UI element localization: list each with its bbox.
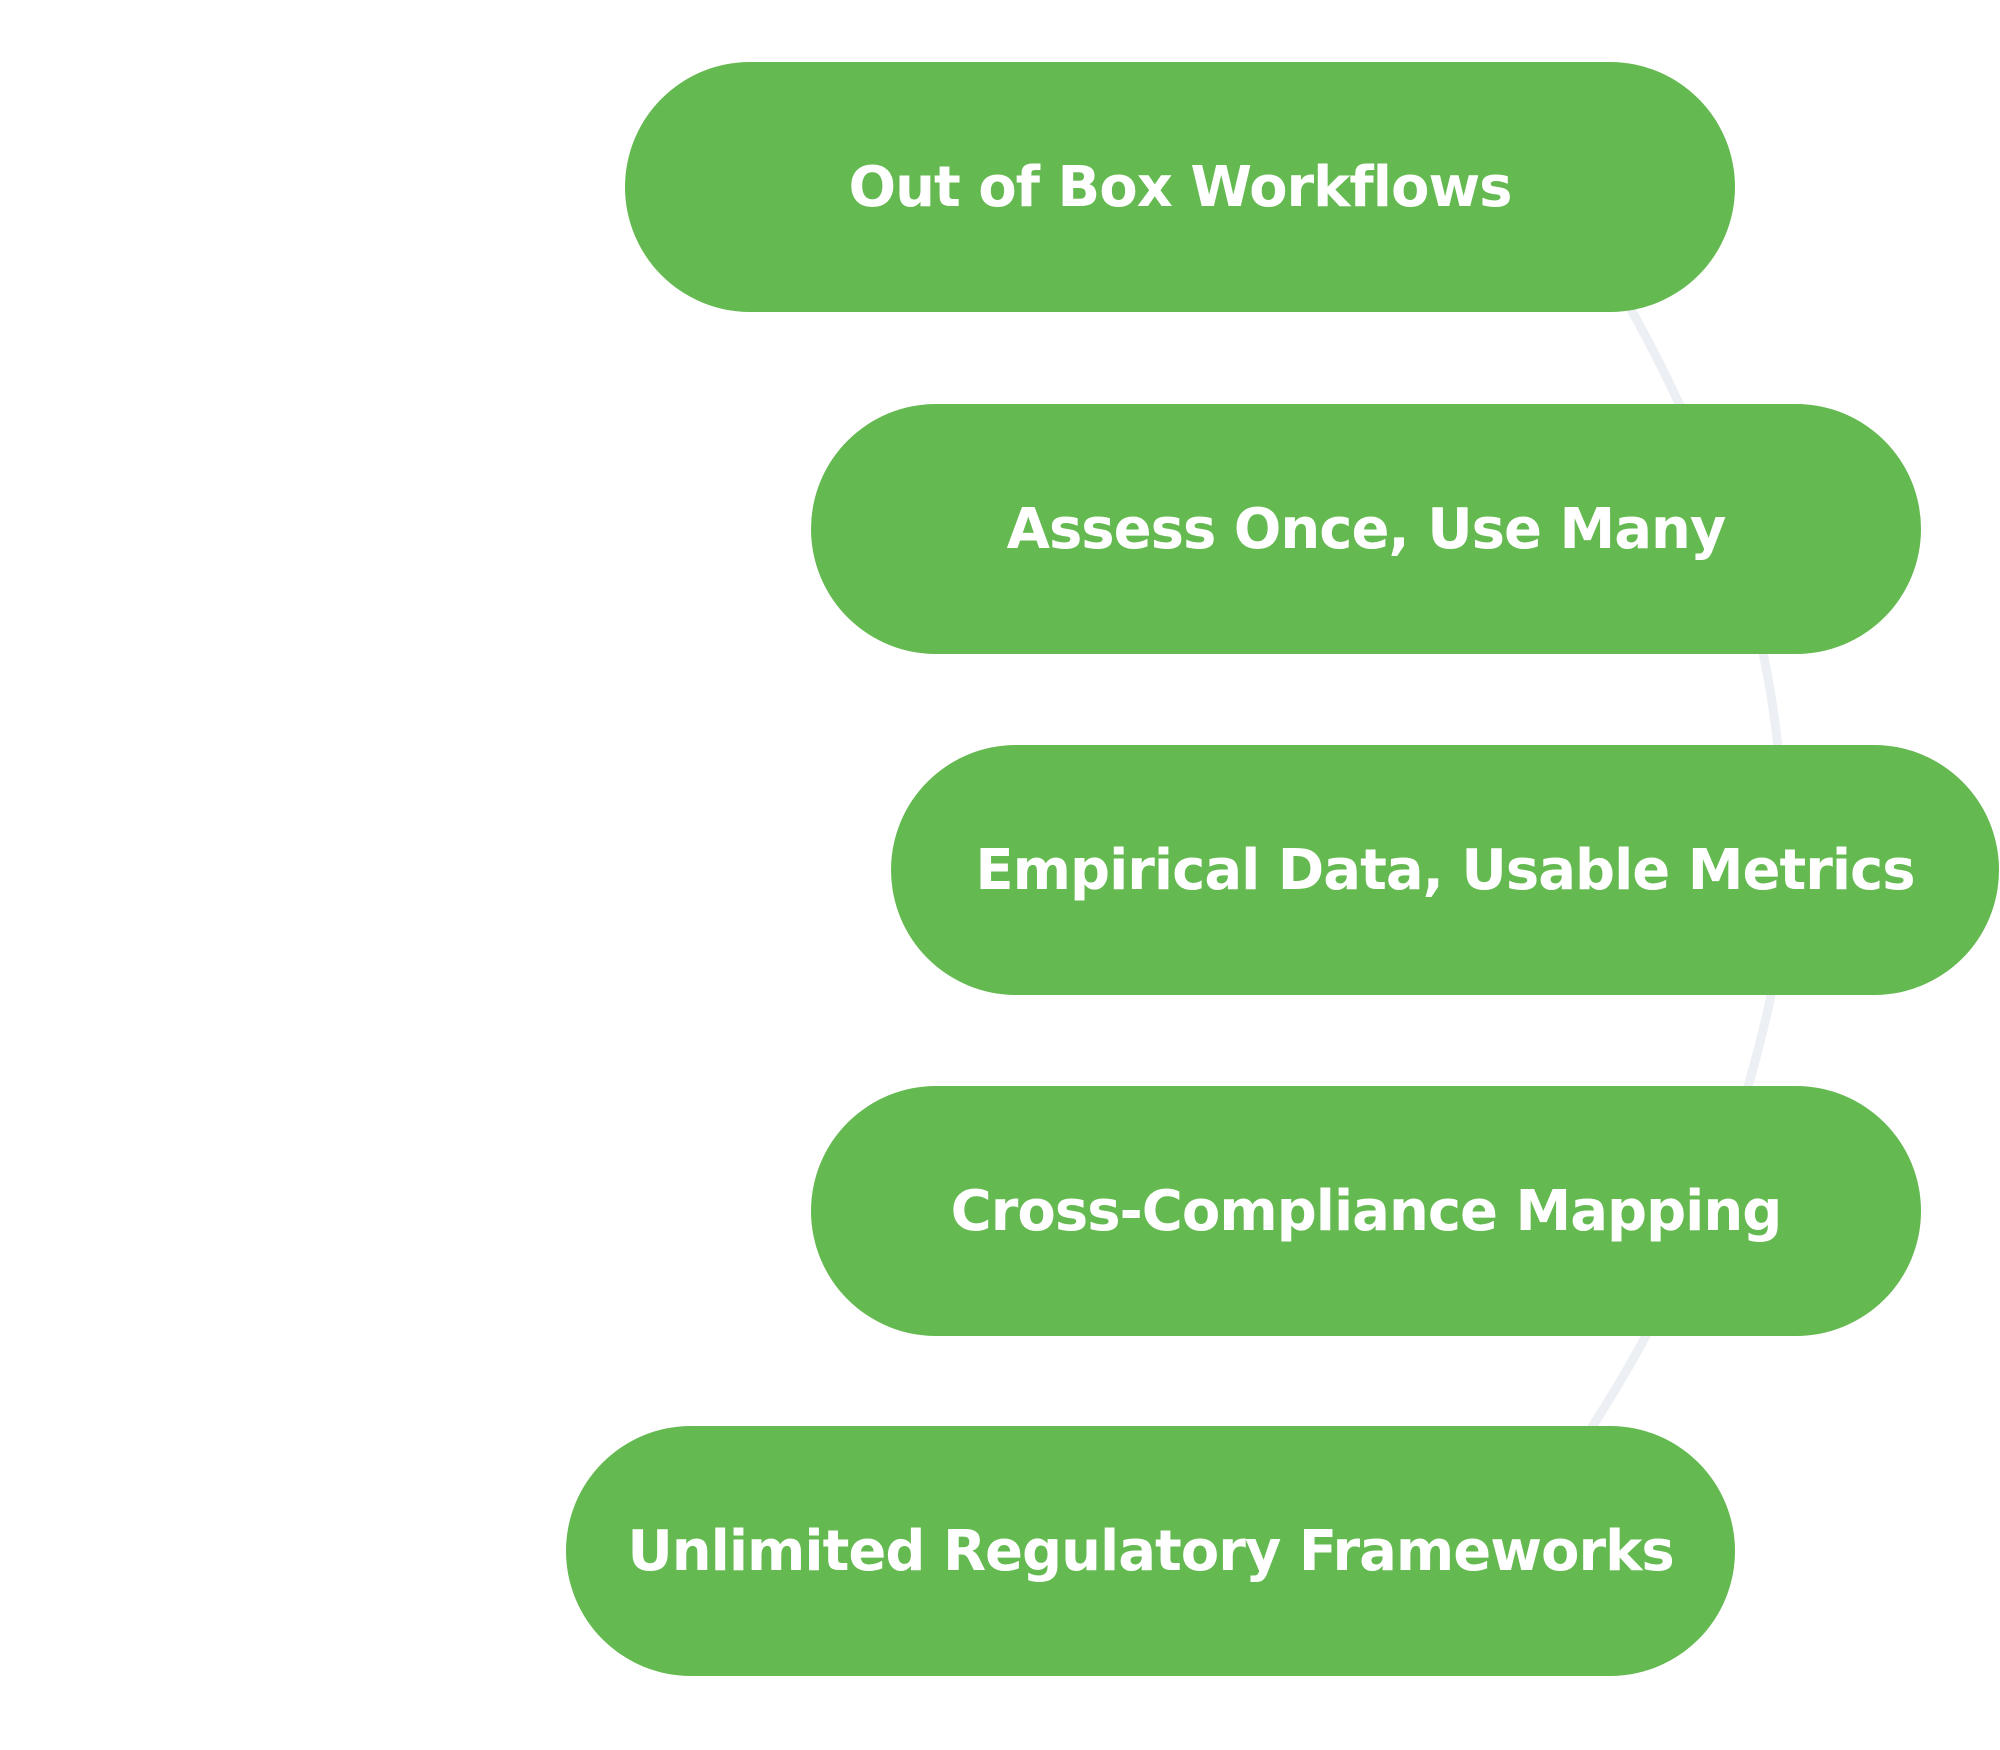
item-label: Cross-Compliance Mapping [950, 1178, 1783, 1244]
item-label: Out of Box Workflows [848, 154, 1512, 220]
item-out-of-box-workflows: Out of Box Workflows [625, 62, 1735, 312]
item-assess-once-use-many: Assess Once, Use Many [811, 404, 1921, 654]
item-label: Unlimited Regulatory Frameworks [627, 1518, 1674, 1584]
item-label: Assess Once, Use Many [1006, 496, 1727, 562]
item-empirical-data-usable-metrics: Empirical Data, Usable Metrics [891, 745, 1999, 995]
item-cross-compliance-mapping: Cross-Compliance Mapping [811, 1086, 1921, 1336]
item-unlimited-regulatory-frameworks: Unlimited Regulatory Frameworks [566, 1426, 1735, 1676]
item-label: Empirical Data, Usable Metrics [975, 837, 1915, 903]
